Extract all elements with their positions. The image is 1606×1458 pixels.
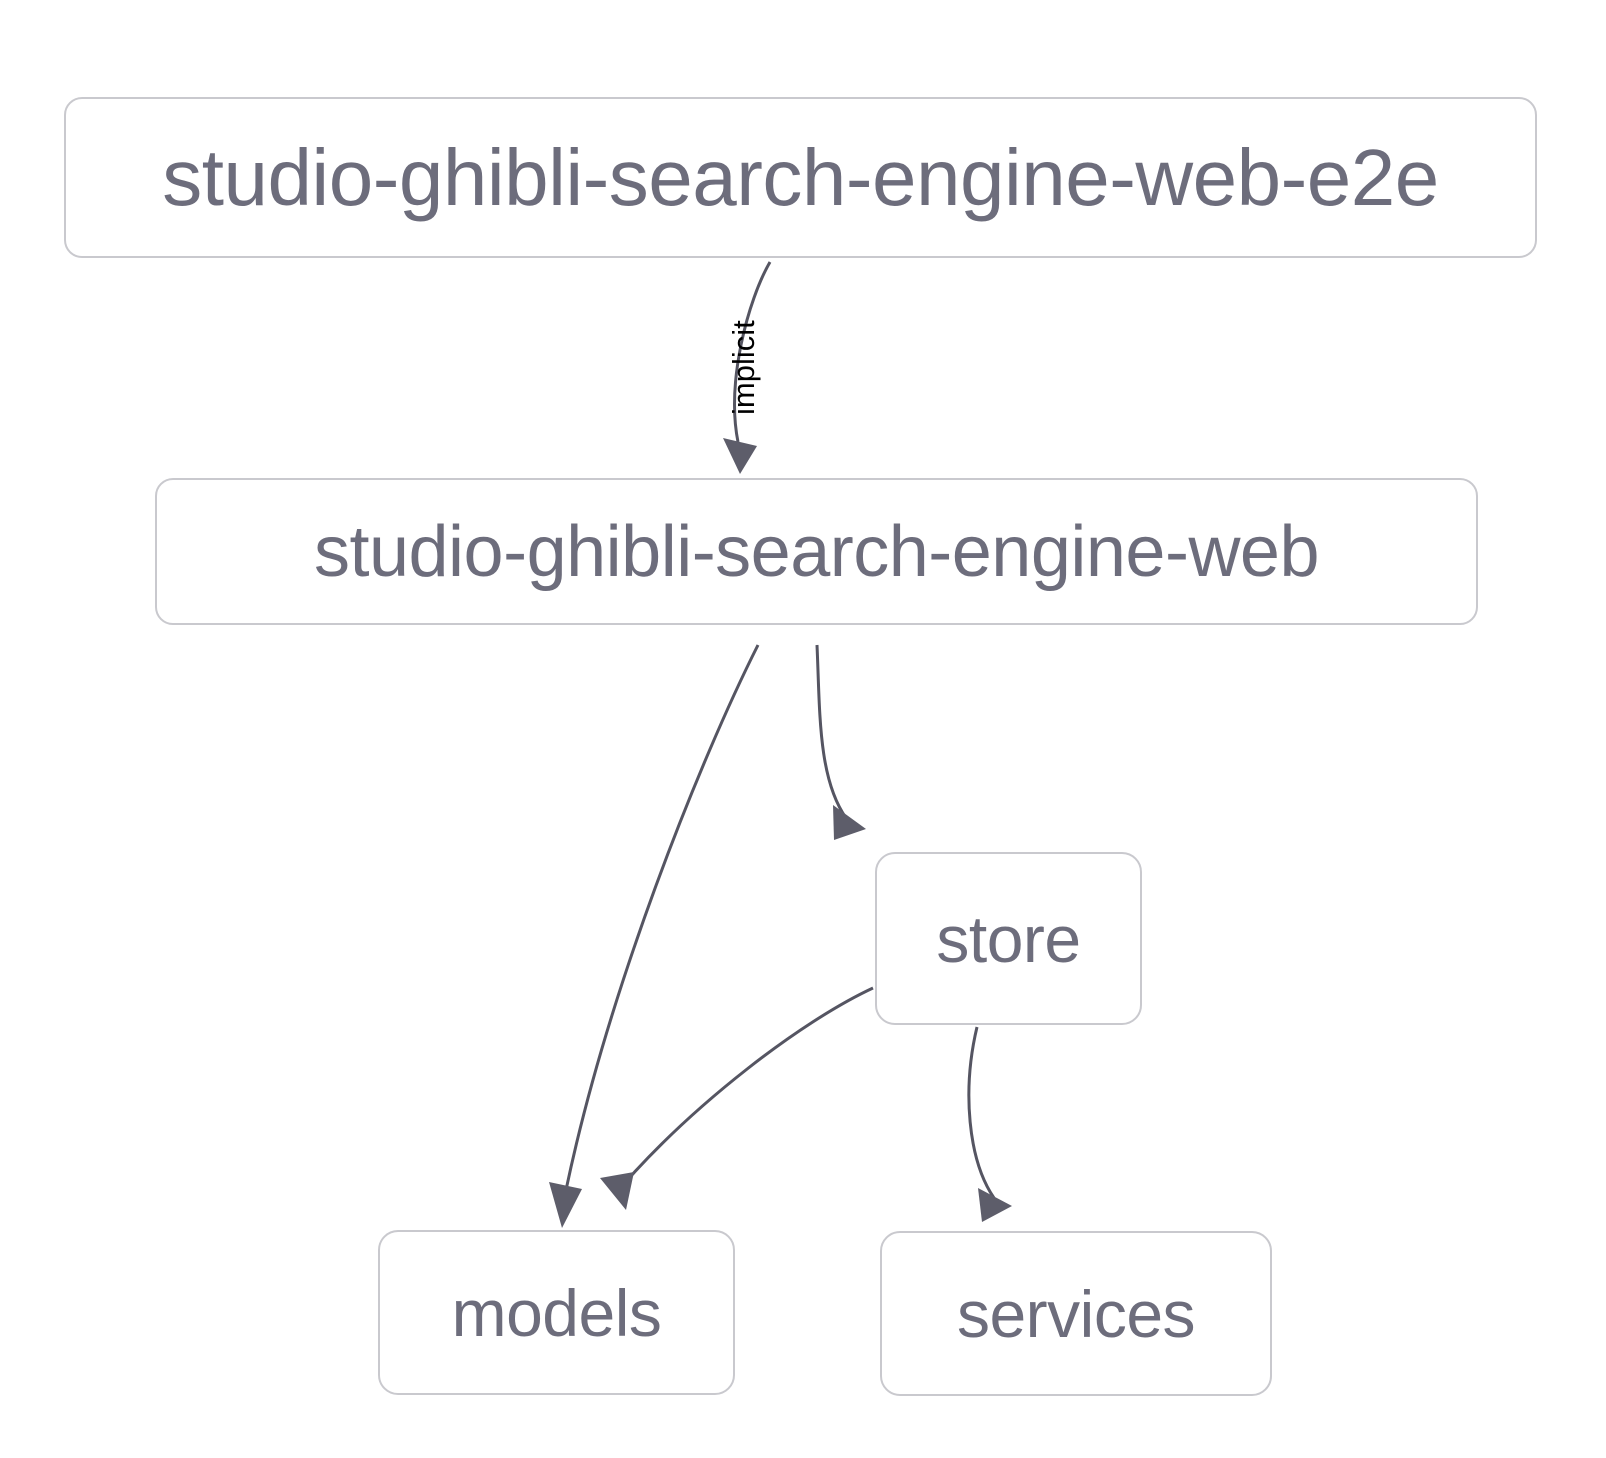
node-label: studio-ghibli-search-engine-web bbox=[313, 511, 1320, 592]
edge-label-implicit: implicit bbox=[726, 320, 761, 415]
node-label: services bbox=[956, 1276, 1196, 1351]
node-services[interactable]: services bbox=[880, 1231, 1272, 1396]
edge-web-to-store bbox=[815, 644, 866, 840]
edge-store-to-models bbox=[600, 986, 874, 1210]
node-store[interactable]: store bbox=[875, 852, 1142, 1025]
node-studio-ghibli-search-engine-web[interactable]: studio-ghibli-search-engine-web bbox=[155, 478, 1478, 625]
node-studio-ghibli-search-engine-web-e2e[interactable]: studio-ghibli-search-engine-web-e2e bbox=[64, 97, 1537, 258]
node-models[interactable]: models bbox=[378, 1230, 735, 1395]
edge-store-to-services bbox=[967, 1026, 1012, 1222]
node-label: models bbox=[451, 1275, 662, 1350]
node-label: studio-ghibli-search-engine-web-e2e bbox=[162, 132, 1439, 222]
node-label: store bbox=[936, 901, 1081, 976]
edge-web-to-models bbox=[549, 644, 760, 1228]
